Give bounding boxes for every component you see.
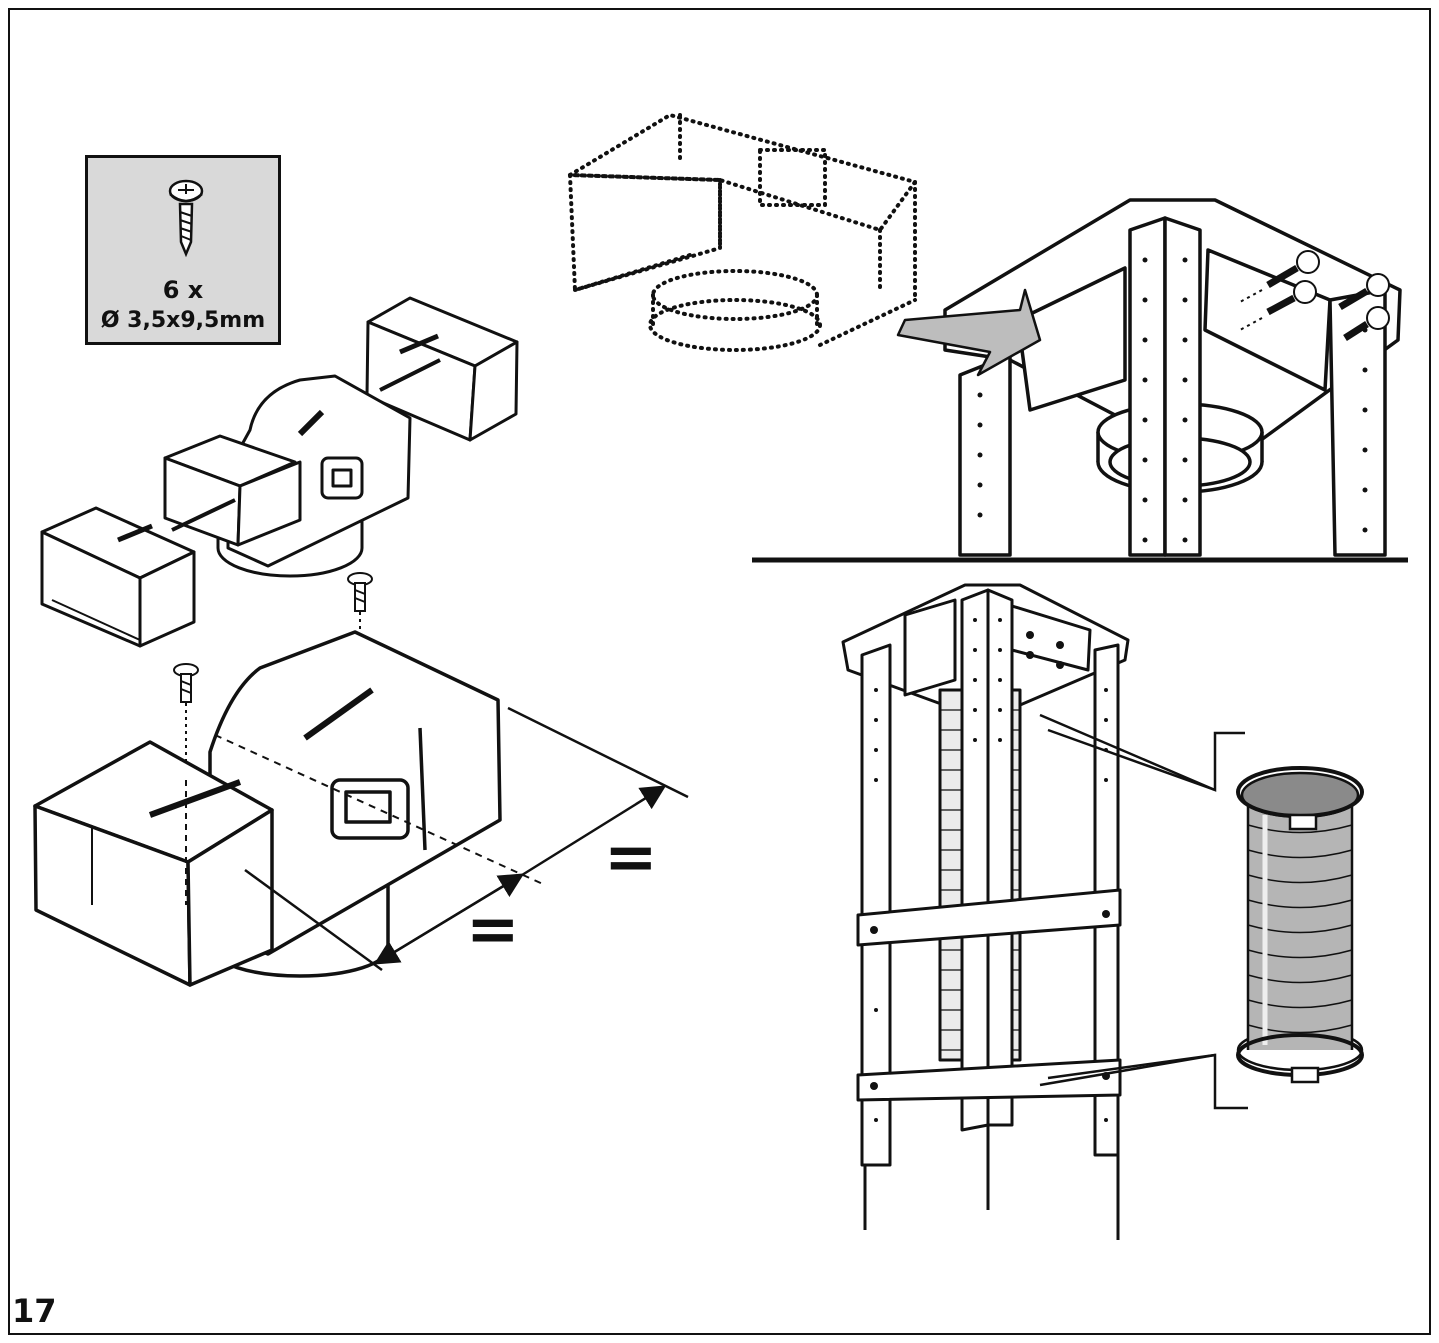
screw-spec-box: 6 x Ø 3,5x9,5mm xyxy=(85,155,281,345)
duct-piece-left xyxy=(40,506,196,648)
dotted-adapter-outline xyxy=(563,112,919,352)
dimension-lines xyxy=(244,706,689,972)
insert-arrow xyxy=(896,288,1042,377)
equal-mark-left: = xyxy=(466,893,520,967)
duct-adapter-center xyxy=(163,374,412,568)
mounting-screws xyxy=(1239,250,1390,341)
page-number: 17 xyxy=(12,1292,57,1330)
chimney-frame-full xyxy=(841,583,1130,1240)
duct-parts-exploded xyxy=(40,296,519,648)
screw-size: Ø 3,5x9,5mm xyxy=(100,308,266,333)
frame-holes-top xyxy=(977,257,1368,543)
screw-left-adapter xyxy=(173,663,199,778)
duct-adapter-assembled xyxy=(33,630,546,987)
flexible-hose-icon xyxy=(1236,766,1364,1084)
hose-callout xyxy=(1039,713,1248,1110)
frame-holes-bottom xyxy=(870,618,1110,1122)
screw-icon xyxy=(168,179,204,258)
duct-piece-right xyxy=(365,296,519,442)
chimney-frame-top xyxy=(943,198,1402,557)
page-frame xyxy=(8,8,1431,1335)
equal-mark-right: = xyxy=(604,821,658,895)
screw-quantity: 6 x xyxy=(162,276,204,304)
